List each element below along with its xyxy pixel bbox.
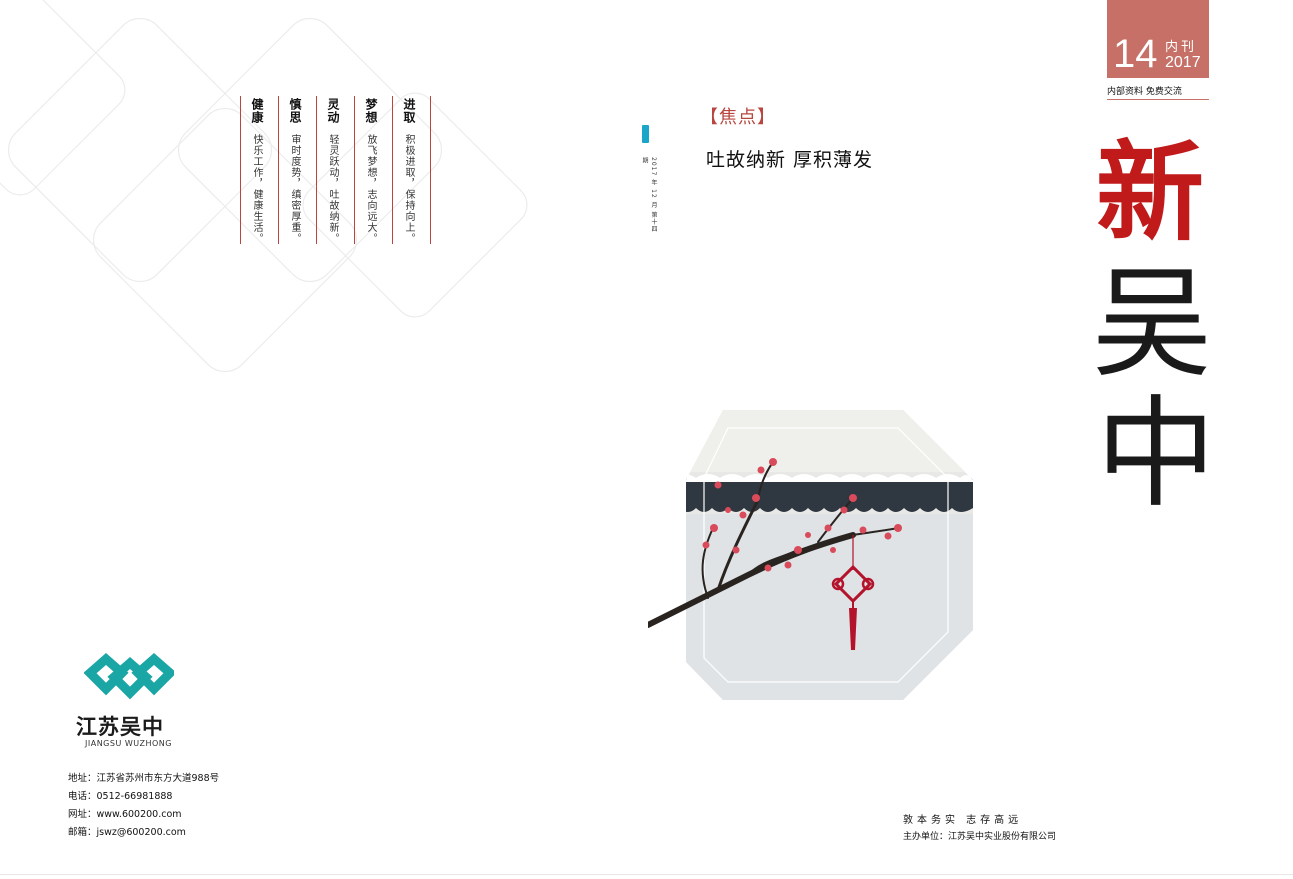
company-logo: 江苏吴中 JIANGSU WUZHONG xyxy=(68,653,198,753)
logo-chinese-name: 江苏吴中 xyxy=(76,715,164,739)
motto-column: 慎思 审时度势，缜密厚重。 xyxy=(278,96,316,244)
focus-tag: 【焦点】 xyxy=(700,107,776,128)
address-line: 地址：江苏省苏州市东方大道988号 xyxy=(68,773,220,784)
logo-mark-icon xyxy=(84,653,174,700)
motto-body: 快乐工作，健康生活。 xyxy=(251,134,262,244)
issue-number: 14 xyxy=(1113,32,1158,76)
masthead-char-1: 新 xyxy=(1096,130,1204,256)
motto-body: 放飞梦想，志向远大。 xyxy=(365,134,376,244)
website-line: 网址：www.600200.com xyxy=(68,809,182,820)
motto-column: 进取 积极进取，保持向上。 xyxy=(392,96,431,244)
motto-column: 梦想 放飞梦想，志向远大。 xyxy=(354,96,392,244)
column-rule xyxy=(392,96,393,244)
issue-subtitle: 内部资料 免费交流 xyxy=(1107,84,1209,100)
focus-title: 吐故纳新 厚积薄发 xyxy=(706,149,874,171)
motto-body: 审时度势，缜密厚重。 xyxy=(289,134,300,244)
column-rule xyxy=(316,96,317,244)
spine: 2017 年 12 月 第十四期 xyxy=(640,125,657,235)
chinese-knot-icon xyxy=(831,535,875,650)
motto-head: 健康 xyxy=(250,98,264,124)
motto-column: 灵动 轻灵跃动，吐故纳新。 xyxy=(316,96,354,244)
motto-head: 灵动 xyxy=(326,98,340,124)
slogan: 敦本务实 志存高远 xyxy=(903,815,1023,826)
issue-box: 14 内刊 2017 xyxy=(1107,0,1209,78)
column-rule xyxy=(354,96,355,244)
publisher: 主办单位：江苏吴中实业股份有限公司 xyxy=(903,832,1057,842)
logo-english-name: JIANGSU WUZHONG xyxy=(85,739,172,748)
motto-columns: 进取 积极进取，保持向上。 梦想 放飞梦想，志向远大。 灵动 轻灵跃动，吐故纳新… xyxy=(232,96,432,246)
column-rule xyxy=(240,96,241,244)
bottom-divider xyxy=(0,874,1293,875)
issue-year: 2017 xyxy=(1165,54,1201,71)
column-rule xyxy=(430,96,431,244)
background-pattern xyxy=(0,0,528,373)
motto-head: 梦想 xyxy=(364,98,378,124)
spine-text: 2017 年 12 月 第十四期 xyxy=(641,157,657,233)
masthead-char-2: 吴 xyxy=(1092,255,1212,394)
phone-line: 电话：0512-66981888 xyxy=(68,791,173,802)
masthead-title: 新 吴 中 xyxy=(1092,130,1216,515)
motto-column: 健康 快乐工作，健康生活。 xyxy=(240,96,278,244)
column-rule xyxy=(278,96,279,244)
email-line: 邮箱：jswz@600200.com xyxy=(68,827,186,838)
contact-info: 地址：江苏省苏州市东方大道988号 电话：0512-66981888 网址：ww… xyxy=(68,770,219,842)
motto-head: 慎思 xyxy=(288,98,302,124)
motto-head: 进取 xyxy=(402,98,416,124)
issue-kind: 内刊 xyxy=(1165,40,1198,55)
spine-badge xyxy=(642,125,649,143)
plum-blossom-illustration xyxy=(648,410,973,700)
motto-body: 轻灵跃动，吐故纳新。 xyxy=(327,134,338,244)
masthead-char-3: 中 xyxy=(1096,385,1216,515)
motto-body: 积极进取，保持向上。 xyxy=(403,134,414,244)
